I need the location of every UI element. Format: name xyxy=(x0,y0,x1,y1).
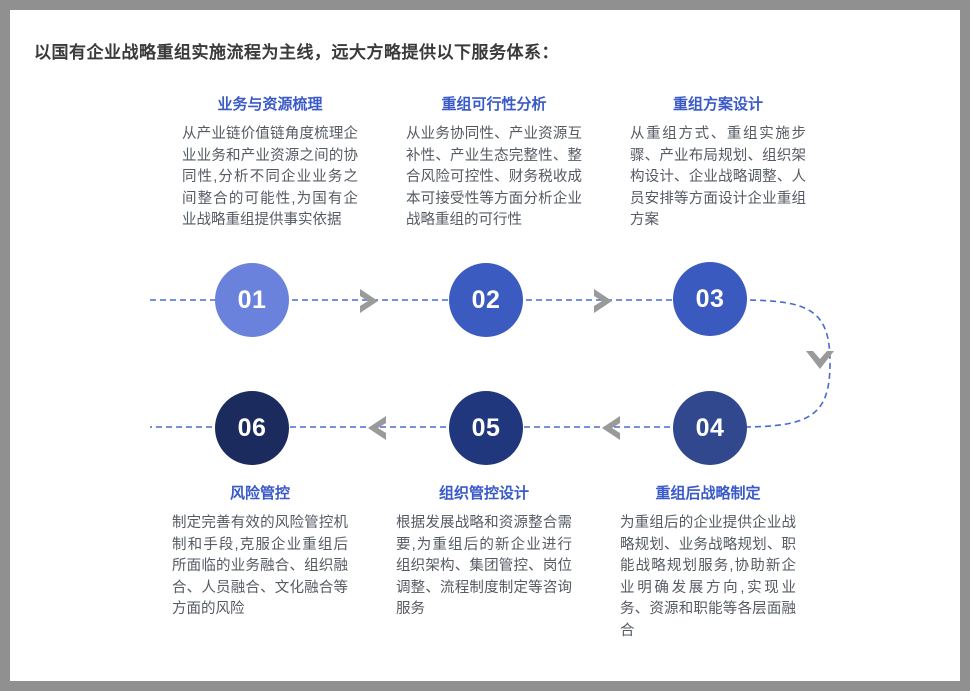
step-body-03: 从重组方式、重组实施步骤、产业布局规划、组织架构设计、企业战略调整、人员安排等方… xyxy=(630,126,806,228)
step-block-05: 组织管控设计 根据发展战略和资源整合需要,为重组后的新企业进行组织架构、集团管控… xyxy=(396,484,572,621)
step-node-06[interactable]: 06 xyxy=(215,391,289,465)
step-block-03: 重组方案设计 从重组方式、重组实施步骤、产业布局规划、组织架构设计、企业战略调整… xyxy=(630,95,806,232)
step-number-04: 04 xyxy=(695,413,725,442)
step-block-04: 重组后战略制定 为重组后的企业提供企业战略规划、业务战略规划、职能战略规划服务,… xyxy=(620,484,796,642)
step-number-02: 02 xyxy=(471,285,501,314)
step-title-04: 重组后战略制定 xyxy=(655,485,761,502)
slide-frame: 以国有企业战略重组实施流程为主线，远大方略提供以下服务体系： xyxy=(10,10,960,681)
dash-arc-03-04 xyxy=(739,299,831,428)
step-node-02[interactable]: 02 xyxy=(449,263,523,337)
step-number-01: 01 xyxy=(237,285,267,314)
step-title-05: 组织管控设计 xyxy=(438,485,529,502)
step-block-06: 风险管控 制定完善有效的风险管控机制和手段,克服企业重组后所面临的业务融合、组织… xyxy=(172,484,348,621)
step-body-05: 根据发展战略和资源整合需要,为重组后的新企业进行组织架构、集团管控、岗位调整、流… xyxy=(396,515,572,617)
step-number-05: 05 xyxy=(471,413,501,442)
step-title-02: 重组可行性分析 xyxy=(441,96,547,113)
chevron-left-icon-05-06 xyxy=(368,416,386,440)
step-number-06: 06 xyxy=(237,413,267,442)
step-body-01: 从产业链价值链角度梳理企业业务和产业资源之间的协同性,分析不同企业业务之间整合的… xyxy=(182,126,358,228)
step-node-03[interactable]: 03 xyxy=(673,262,747,336)
step-body-06: 制定完善有效的风险管控机制和手段,克服企业重组后所面临的业务融合、组织融合、人员… xyxy=(172,515,348,617)
step-node-01[interactable]: 01 xyxy=(215,263,289,337)
step-block-02: 重组可行性分析 从业务协同性、产业资源互补性、产业生态完整性、整合风险可控性、财… xyxy=(406,95,582,232)
chevron-right-icon-01-02 xyxy=(360,289,378,313)
chevron-left-icon-04-05 xyxy=(602,416,620,440)
step-node-05[interactable]: 05 xyxy=(449,391,523,465)
step-title-01: 业务与资源梳理 xyxy=(217,96,323,113)
chevron-down-icon-03-04 xyxy=(806,351,834,369)
step-body-02: 从业务协同性、产业资源互补性、产业生态完整性、整合风险可控性、财务税收成本可接受… xyxy=(406,126,582,228)
page-title: 以国有企业战略重组实施流程为主线，远大方略提供以下服务体系： xyxy=(34,43,559,62)
step-number-03: 03 xyxy=(695,284,725,313)
step-title-03: 重组方案设计 xyxy=(672,96,763,113)
step-body-04: 为重组后的企业提供企业战略规划、业务战略规划、职能战略规划服务,协助新企业明确发… xyxy=(620,515,796,639)
process-flow-diagram: 01 02 03 04 05 06 业务与资源梳理 从产业链价值链角度梳理企业业… xyxy=(10,10,960,681)
step-title-06: 风险管控 xyxy=(229,485,290,502)
step-block-01: 业务与资源梳理 从产业链价值链角度梳理企业业务和产业资源之间的协同性,分析不同企… xyxy=(182,95,358,232)
chevron-right-icon-02-03 xyxy=(594,289,612,313)
step-node-04[interactable]: 04 xyxy=(673,391,747,465)
